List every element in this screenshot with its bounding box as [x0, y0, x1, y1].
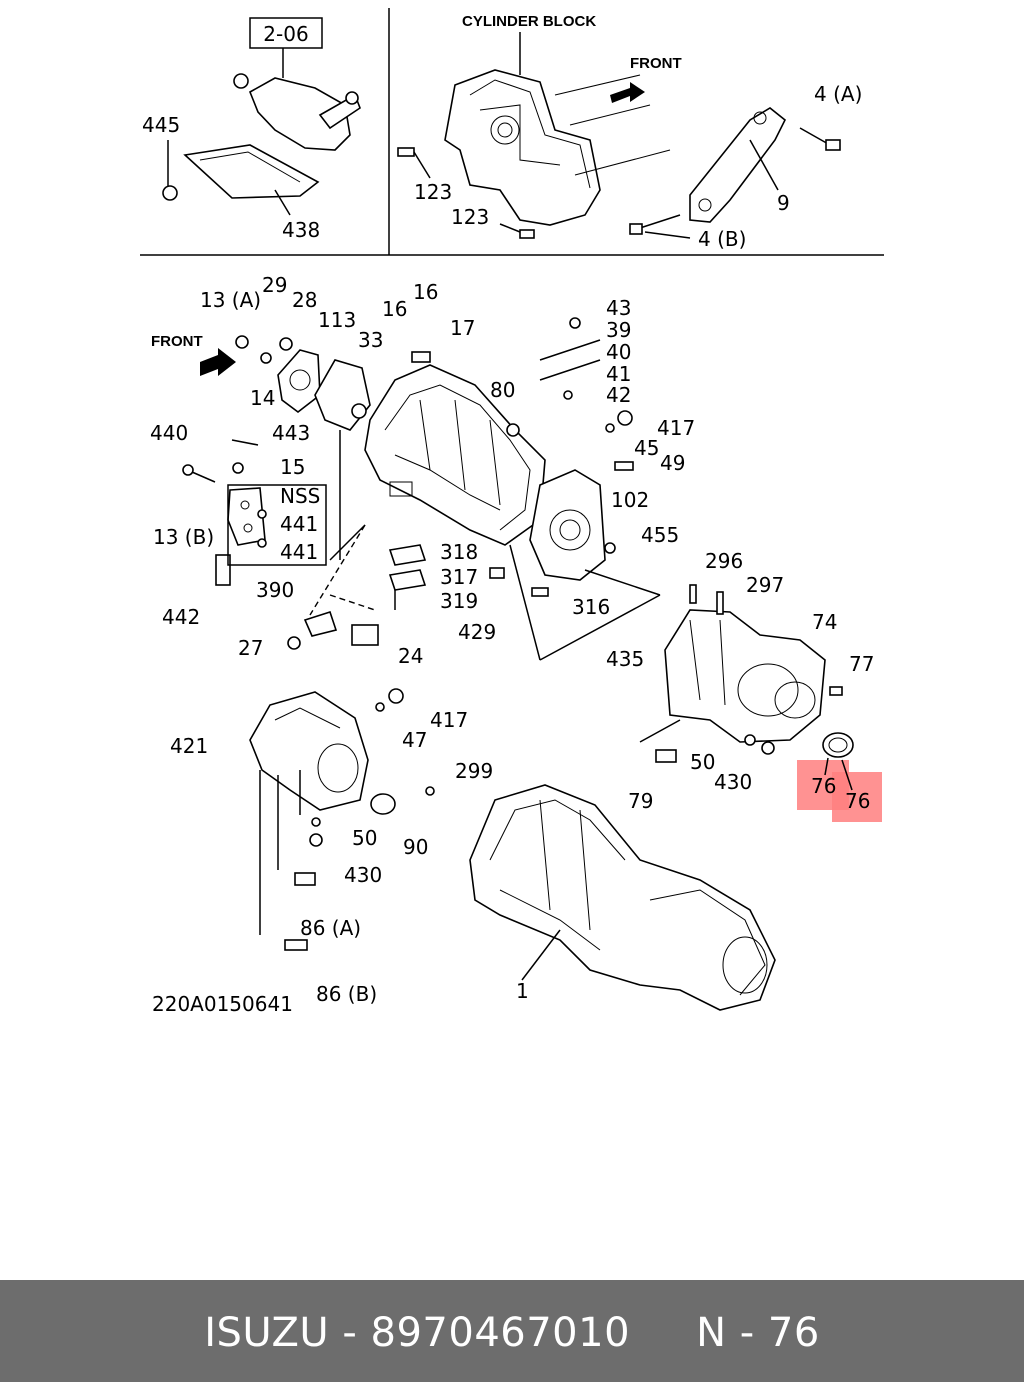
callout-86b: 86 (B) [316, 982, 377, 1006]
callout-441a: 441 [280, 512, 318, 536]
callout-28: 28 [292, 288, 317, 312]
callout-417b: 417 [430, 708, 468, 732]
callout-443: 443 [272, 421, 310, 445]
callout-27: 27 [238, 636, 263, 660]
extension-housing-group [639, 584, 854, 791]
callout-123b: 123 [451, 205, 489, 229]
cylinder-block-group [397, 32, 841, 239]
callout-1: 1 [516, 979, 529, 1003]
callout-50b: 50 [352, 826, 377, 850]
front-label-left: FRONT [151, 333, 203, 350]
callout-113: 113 [318, 308, 356, 332]
transmission-assembly-group [469, 784, 776, 1011]
callout-77: 77 [849, 652, 874, 676]
callout-16a: 16 [382, 297, 407, 321]
callout-297: 297 [746, 573, 784, 597]
callout-102: 102 [611, 488, 649, 512]
callout-29: 29 [262, 273, 287, 297]
callout-390: 390 [256, 578, 294, 602]
callout-442: 442 [162, 605, 200, 629]
front-label-top: FRONT [630, 55, 682, 72]
callout-40: 40 [606, 340, 631, 364]
part-number-text: ISUZU - 8970467010 N - 76 [204, 1310, 820, 1356]
callout-79: 79 [628, 789, 653, 813]
callout-318: 318 [440, 540, 478, 564]
callout-319: 319 [440, 589, 478, 613]
callout-296: 296 [705, 549, 743, 573]
callout-15: 15 [280, 455, 305, 479]
callout-317: 317 [440, 565, 478, 589]
parts-diagram: 2-06 [140, 8, 884, 1016]
cylinder-block-label: CYLINDER BLOCK [462, 13, 596, 30]
callout-24: 24 [398, 644, 423, 668]
slave-cylinder-group: 2-06 [162, 17, 361, 216]
callout-455: 455 [641, 523, 679, 547]
callout-50a: 50 [690, 750, 715, 774]
callout-14: 14 [250, 386, 275, 410]
callout-90: 90 [403, 835, 428, 859]
callout-76a: 76 [811, 774, 836, 798]
highlight-76b [832, 772, 882, 822]
part-number-footer: ISUZU - 8970467010 N - 76 [0, 1280, 1024, 1382]
callout-41: 41 [606, 362, 631, 386]
callout-299: 299 [455, 759, 493, 783]
callout-16b: 16 [413, 280, 438, 304]
callout-438: 438 [282, 218, 320, 242]
callout-4b: 4 (B) [698, 227, 746, 251]
callout-80: 80 [490, 378, 515, 402]
callout-4a: 4 (A) [814, 82, 862, 106]
reference-box-label: 2-06 [263, 22, 308, 46]
callout-417a: 417 [657, 416, 695, 440]
callout-440: 440 [150, 421, 188, 445]
callout-435: 435 [606, 647, 644, 671]
callout-123a: 123 [414, 180, 452, 204]
callout-445: 445 [142, 113, 180, 137]
callout-430b: 430 [344, 863, 382, 887]
callout-33: 33 [358, 328, 383, 352]
callout-76b: 76 [845, 789, 870, 813]
callout-421: 421 [170, 734, 208, 758]
callout-47: 47 [402, 728, 427, 752]
callout-316: 316 [572, 595, 610, 619]
callout-nss: NSS [280, 484, 320, 508]
callout-45: 45 [634, 436, 659, 460]
callout-17: 17 [450, 316, 475, 340]
callout-39: 39 [606, 318, 631, 342]
callout-9: 9 [777, 191, 790, 215]
callout-86a: 86 (A) [300, 916, 361, 940]
callout-430a: 430 [714, 770, 752, 794]
callout-43: 43 [606, 296, 631, 320]
transfer-case-group [249, 688, 435, 951]
callout-441b: 441 [280, 540, 318, 564]
front-arrow-top [610, 82, 645, 103]
callout-13b: 13 (B) [153, 525, 214, 549]
reference-box [249, 17, 323, 49]
callout-429: 429 [458, 620, 496, 644]
transmission-case-group [182, 317, 661, 661]
callout-42: 42 [606, 383, 631, 407]
callout-49: 49 [660, 451, 685, 475]
callout-13a: 13 (A) [200, 288, 261, 312]
callout-74: 74 [812, 610, 837, 634]
drawing-code: 220A0150641 [152, 992, 293, 1016]
front-arrow-left [200, 348, 236, 376]
